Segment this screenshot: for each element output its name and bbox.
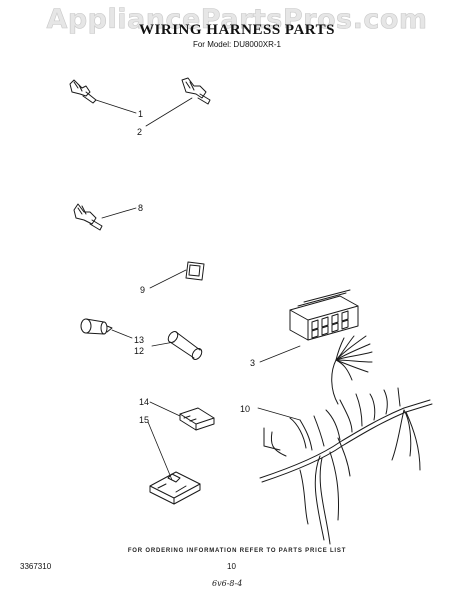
part-8-terminal xyxy=(73,203,103,231)
handwritten-note: 6v6-8-4 xyxy=(212,579,243,588)
callout-13: 13 xyxy=(134,335,144,345)
part-3-wire-fan xyxy=(331,335,373,405)
part-3-connector-block xyxy=(289,289,359,341)
callout-3: 3 xyxy=(250,358,255,368)
watermark: AppliancePartsPros.com xyxy=(46,4,428,36)
callout-14: 14 xyxy=(139,397,149,407)
diagram-part-number: 3367310 xyxy=(20,562,52,571)
part-14-plug xyxy=(179,407,215,431)
part-1-terminal xyxy=(69,79,97,104)
ordering-note: FOR ORDERING INFORMATION REFER TO PARTS … xyxy=(127,548,347,554)
model-subtitle: For Model: DU8000XR-1 xyxy=(192,40,282,49)
callout-8: 8 xyxy=(138,203,143,213)
callout-10: 10 xyxy=(240,404,250,414)
part-13-sleeve xyxy=(80,318,113,335)
callout-15: 15 xyxy=(139,415,149,425)
callout-2: 2 xyxy=(137,127,142,137)
part-2-terminal xyxy=(181,77,211,105)
page-number: 10 xyxy=(227,562,236,571)
callout-1: 1 xyxy=(138,109,143,119)
leader-lines xyxy=(95,97,301,481)
page-title: WIRING HARNESS PARTS xyxy=(139,22,335,38)
callouts: 1 2 8 9 13 12 3 14 15 10 xyxy=(134,109,255,425)
part-10-wiring-harness xyxy=(259,387,433,545)
part-9-plate xyxy=(185,261,205,281)
part-12-tube xyxy=(167,331,203,360)
part-15-housing xyxy=(149,471,201,505)
callout-9: 9 xyxy=(140,285,145,295)
callout-12: 12 xyxy=(134,346,144,356)
